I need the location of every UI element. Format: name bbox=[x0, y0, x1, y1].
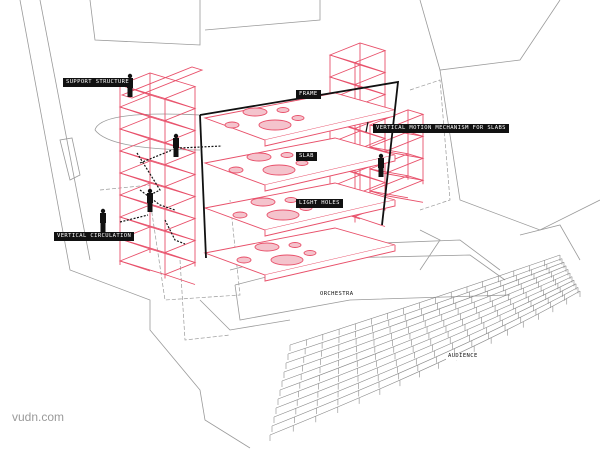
brace bbox=[354, 84, 386, 95]
label-frame: FRAME bbox=[296, 90, 321, 99]
truss-level bbox=[118, 160, 197, 187]
label-vertical-motion: VERTICAL MOTION MECHANISM FOR SLABS bbox=[373, 124, 509, 133]
brace bbox=[164, 186, 196, 197]
brace bbox=[119, 128, 151, 140]
slab-edge bbox=[264, 200, 396, 237]
person-head bbox=[378, 153, 384, 159]
brace bbox=[119, 172, 151, 184]
person-head bbox=[147, 188, 153, 194]
person-legs bbox=[100, 223, 106, 232]
person-body bbox=[147, 193, 153, 203]
seat-row bbox=[277, 276, 573, 400]
light-hole bbox=[303, 250, 317, 256]
motion-arrow bbox=[365, 121, 369, 133]
light-hole bbox=[291, 115, 305, 121]
light-hole bbox=[262, 164, 296, 176]
truss-level bbox=[328, 42, 387, 63]
brace bbox=[164, 98, 196, 109]
light-hole bbox=[270, 254, 304, 266]
brace bbox=[164, 164, 196, 175]
label-support-structure: SUPPORT STRUCTURE bbox=[63, 78, 133, 87]
brace bbox=[164, 252, 196, 263]
label-audience: AUDIENCE bbox=[446, 353, 480, 360]
brace bbox=[164, 208, 196, 219]
person-body bbox=[378, 158, 384, 168]
brace bbox=[119, 194, 151, 206]
brace bbox=[119, 150, 151, 162]
light-hole bbox=[242, 107, 268, 117]
light-hole bbox=[295, 160, 309, 166]
watermark: vudn.com bbox=[12, 410, 65, 424]
audience-seating bbox=[269, 254, 581, 441]
brace bbox=[119, 260, 151, 272]
truss-level bbox=[328, 64, 387, 85]
seat-row bbox=[275, 279, 575, 409]
label-light-holes: LIGHT HOLES bbox=[296, 199, 343, 208]
brace bbox=[354, 62, 386, 73]
person-head bbox=[127, 73, 133, 79]
person-legs bbox=[147, 203, 153, 212]
light-hole bbox=[254, 242, 280, 252]
light-hole bbox=[266, 209, 300, 221]
light-hole bbox=[246, 152, 272, 162]
slab-edge bbox=[264, 245, 396, 282]
truss-level bbox=[118, 248, 197, 275]
brace bbox=[369, 168, 409, 177]
light-hole bbox=[232, 211, 248, 219]
light-hole bbox=[280, 152, 294, 158]
brace bbox=[384, 151, 424, 159]
light-hole bbox=[258, 119, 292, 131]
label-vertical-circulation: VERTICAL CIRCULATION bbox=[54, 232, 135, 241]
truss-level bbox=[118, 116, 197, 143]
brace bbox=[354, 216, 386, 227]
light-hole bbox=[288, 242, 302, 248]
brace bbox=[164, 274, 196, 285]
brace bbox=[384, 173, 424, 181]
person-head bbox=[100, 208, 106, 214]
truss-level bbox=[118, 138, 197, 165]
frame bbox=[199, 80, 400, 259]
light-hole bbox=[228, 166, 244, 174]
label-orchestra: ORCHESTRA bbox=[318, 291, 356, 298]
truss-level bbox=[120, 66, 204, 99]
seat-row bbox=[271, 287, 579, 427]
brace bbox=[369, 146, 409, 155]
brace bbox=[119, 216, 151, 228]
seat-row bbox=[281, 269, 569, 382]
truss-level bbox=[118, 204, 197, 231]
brace bbox=[164, 230, 196, 241]
person-body bbox=[173, 138, 179, 148]
light-hole bbox=[250, 197, 276, 207]
person-head bbox=[173, 133, 179, 139]
person-legs bbox=[378, 168, 384, 177]
slabs bbox=[203, 92, 396, 282]
seat-row bbox=[283, 265, 567, 373]
seat-row bbox=[289, 254, 561, 346]
brace bbox=[329, 76, 361, 88]
truss-level bbox=[118, 94, 197, 121]
person-legs bbox=[127, 88, 133, 97]
brace bbox=[164, 120, 196, 131]
circulation-paths bbox=[119, 145, 223, 245]
seat-row bbox=[273, 283, 577, 418]
brace bbox=[119, 106, 151, 118]
label-slab: SLAB bbox=[296, 152, 317, 161]
brace bbox=[384, 195, 424, 203]
slab-edge bbox=[264, 155, 396, 192]
seat-row bbox=[287, 258, 563, 355]
person-body bbox=[100, 213, 106, 223]
seat-row bbox=[279, 272, 571, 391]
light-hole bbox=[224, 121, 240, 129]
brace bbox=[369, 190, 409, 199]
person-legs bbox=[173, 148, 179, 157]
light-hole bbox=[276, 107, 290, 113]
seat-row bbox=[285, 261, 565, 364]
light-hole bbox=[236, 256, 252, 264]
brace bbox=[329, 54, 361, 66]
